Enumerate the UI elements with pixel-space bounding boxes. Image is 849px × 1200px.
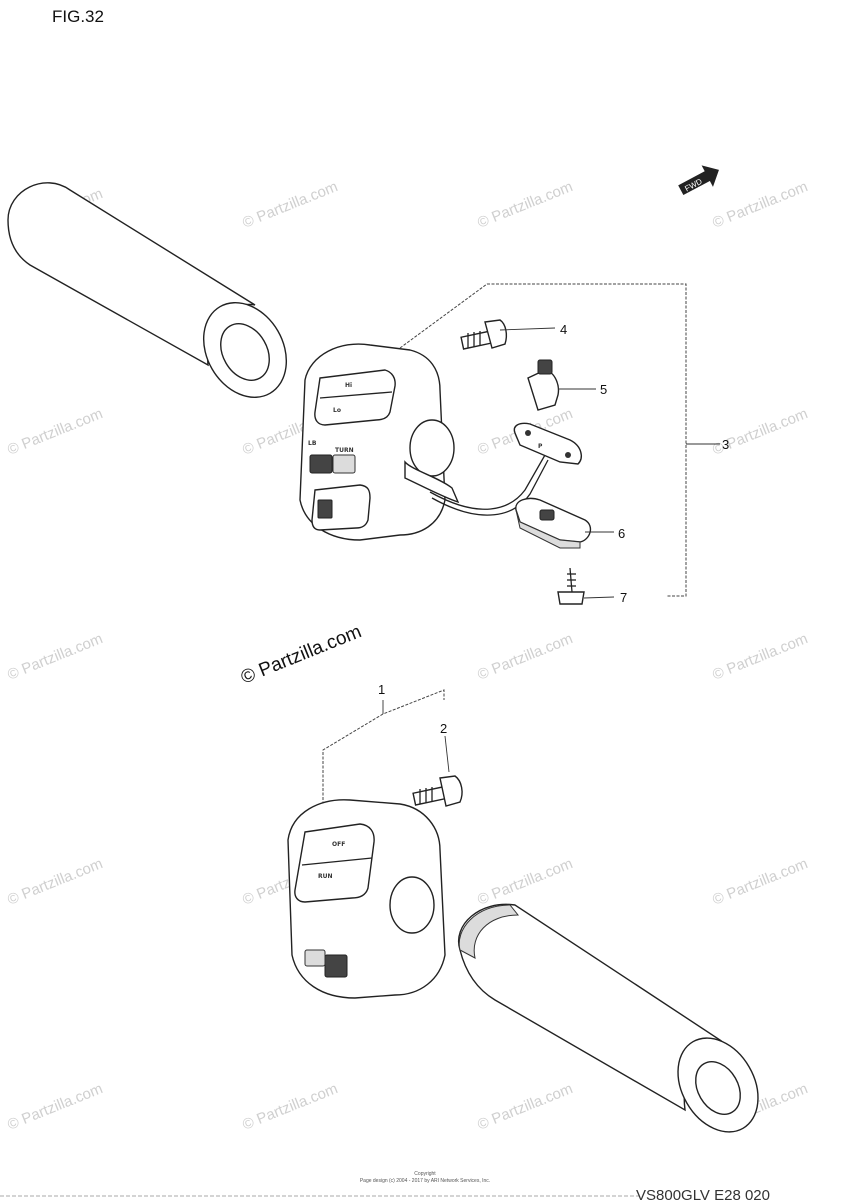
switch-label-hi: Hi <box>345 382 352 389</box>
watermark: © Partzilla.com <box>710 178 810 232</box>
callout-1: 1 <box>378 682 385 697</box>
figure-title: FIG.32 <box>52 7 104 26</box>
right-handlebar-grip <box>457 903 759 1133</box>
footer-copyright: Copyright <box>414 1171 436 1177</box>
switch-label-turn: TURN <box>335 447 354 454</box>
upper-callout-leaders <box>399 283 720 599</box>
figure-code: VS800GLV E28 020 <box>636 1187 770 1200</box>
part-5-plug <box>527 359 560 411</box>
watermark: © Partzilla.com <box>475 630 575 684</box>
watermark: © Partzilla.com <box>240 1080 340 1134</box>
callout-2: 2 <box>440 721 447 736</box>
part-3-upper-plate: P <box>513 422 582 465</box>
part-4-bolt <box>460 319 508 350</box>
callout-7: 7 <box>620 590 627 605</box>
watermark-main: © Partzilla.com <box>238 621 365 688</box>
left-handlebar-grip <box>7 182 288 398</box>
part-7-screw <box>557 567 585 605</box>
callout-6: 6 <box>618 526 625 541</box>
fwd-arrow-icon: FWD <box>678 165 719 196</box>
callout-3: 3 <box>722 437 729 452</box>
watermark: © Partzilla.com <box>475 1080 575 1134</box>
svg-text:P: P <box>538 443 543 450</box>
watermark: © Partzilla.com <box>475 178 575 232</box>
callout-5: 5 <box>600 382 607 397</box>
footer-page-design: Page design (c) 2004 - 2017 by ARI Netwo… <box>360 1178 490 1184</box>
part-2-screw <box>412 775 463 807</box>
part-6-clamp <box>515 497 592 549</box>
watermark: © Partzilla.com <box>240 178 340 232</box>
watermark: © Partzilla.com <box>710 630 810 684</box>
right-handlebar-switch: OFF RUN <box>287 799 446 999</box>
watermark: © Partzilla.com <box>5 405 105 459</box>
switch-label-lb: LB <box>308 440 317 447</box>
watermark: © Partzilla.com <box>5 1080 105 1134</box>
switch-label-run: RUN <box>318 873 333 880</box>
left-handlebar-switch: Hi Lo LB TURN <box>299 343 549 541</box>
callout-4: 4 <box>560 322 567 337</box>
watermark: © Partzilla.com <box>5 855 105 909</box>
lower-callout-leaders <box>322 689 450 818</box>
watermark: © Partzilla.com <box>710 855 810 909</box>
watermark: © Partzilla.com <box>5 630 105 684</box>
switch-label-off: OFF <box>332 841 345 848</box>
switch-label-lo: Lo <box>333 407 341 414</box>
watermark: © Partzilla.com <box>475 855 575 909</box>
